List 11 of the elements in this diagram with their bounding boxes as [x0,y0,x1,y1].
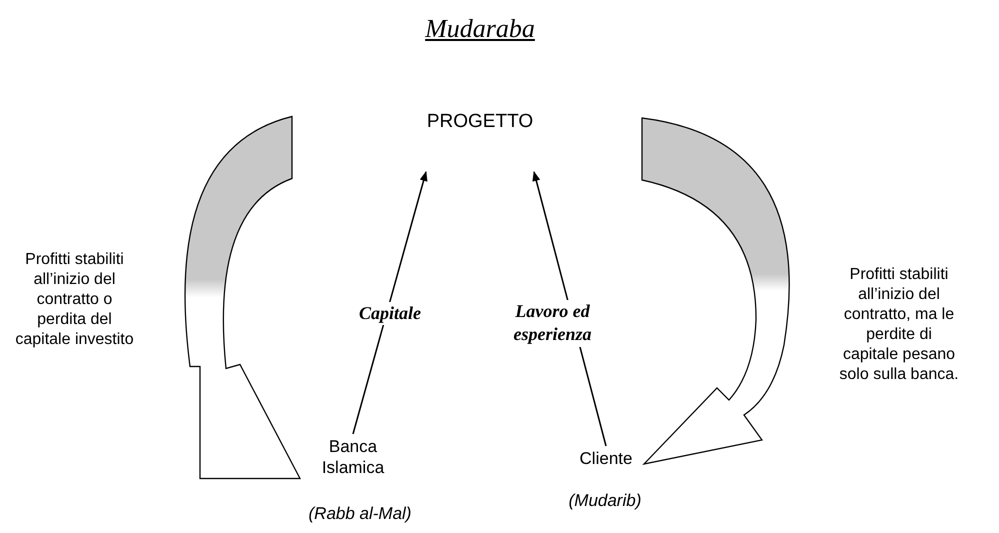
arrow [352,171,428,434]
party-label: Cliente [578,448,634,470]
curved-block-arrow [641,117,790,465]
party-label: Banca Islamica [320,436,386,478]
diagram-title: Mudaraba [424,14,536,44]
project-label: PROGETTO [426,110,534,134]
curved-block-arrow [184,116,301,480]
role-caption: (Rabb al-Mal) [308,503,412,524]
role-caption: (Mudarib) [568,490,642,512]
note-text: Profitti stabiliti all’inizio del contratto o perdita del capitale investito [14,250,135,350]
note-text: Profitti stabiliti all’inizio del contratto, ma le perdite di capitale pesano solo sulla banca. [838,265,960,385]
